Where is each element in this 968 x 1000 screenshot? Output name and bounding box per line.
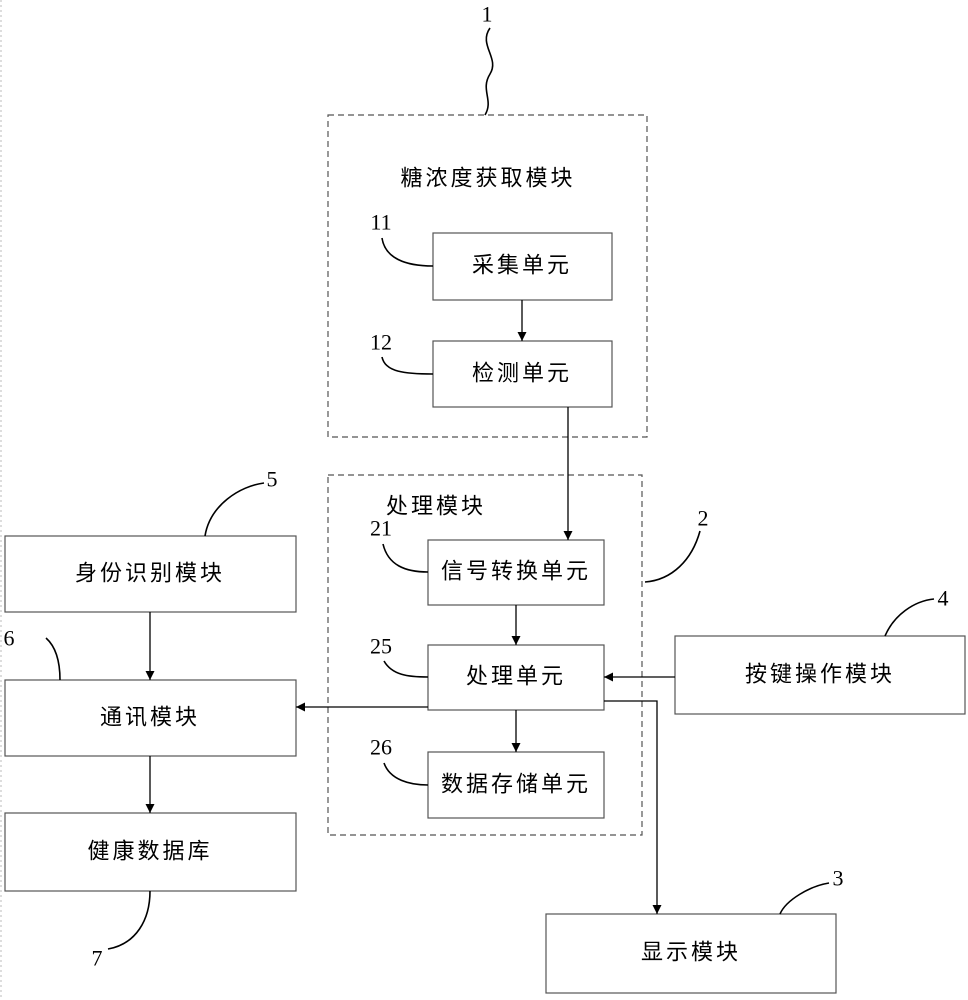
- leader-line-7: [107, 890, 151, 950]
- display-module-box: [545, 913, 837, 994]
- ref-numeral-7: 7: [92, 946, 103, 971]
- key-operation-module-label: 按键操作模块: [745, 663, 895, 688]
- ref-numeral-3: 3: [833, 866, 844, 891]
- leader-line-11: [381, 237, 434, 267]
- ref-numeral-11: 11: [370, 210, 391, 235]
- acquisition-unit-label: 采集单元: [472, 254, 572, 279]
- health-database-label: 健康数据库: [87, 840, 212, 865]
- glucose-acquisition-module-frame: [327, 114, 648, 438]
- key-operation-module-box: [674, 635, 966, 715]
- ref-numeral-2: 2: [698, 506, 709, 531]
- leader-line-25: [383, 660, 429, 678]
- ref-numeral-6: 6: [4, 626, 15, 651]
- leader-line-12: [381, 356, 434, 375]
- data-storage-unit-label: 数据存储单元: [441, 773, 591, 798]
- ref-numeral-21: 21: [370, 516, 392, 541]
- processing-unit-label: 处理单元: [466, 665, 566, 690]
- processing-module-label: 处理模块: [386, 495, 486, 520]
- leader-line-5: [204, 482, 265, 537]
- ref-numeral-5: 5: [267, 467, 278, 492]
- ref-numeral-1: 1: [482, 2, 493, 27]
- detection-unit-label: 检测单元: [472, 362, 572, 387]
- leader-line-21: [382, 543, 429, 573]
- leader-line-1: [484, 27, 494, 116]
- ref-numeral-12: 12: [370, 330, 392, 355]
- identity-module-label: 身份识别模块: [75, 562, 225, 587]
- ref-numeral-25: 25: [370, 634, 392, 659]
- arrow-processing-unit-to-display: [604, 700, 662, 914]
- leader-line-4: [884, 598, 935, 637]
- leader-line-2: [644, 530, 701, 583]
- communication-module-label: 通讯模块: [100, 706, 200, 731]
- ref-numeral-4: 4: [938, 586, 949, 611]
- glucose-acquisition-module-label: 糖浓度获取模块: [400, 167, 575, 192]
- display-module-label: 显示模块: [641, 941, 741, 966]
- ref-numeral-26: 26: [370, 735, 392, 760]
- leader-line-3: [779, 882, 830, 915]
- leader-line-26: [383, 762, 429, 786]
- leader-line-6: [45, 637, 61, 681]
- processing-module-frame: [327, 474, 643, 836]
- signal-conversion-unit-label: 信号转换单元: [441, 560, 591, 585]
